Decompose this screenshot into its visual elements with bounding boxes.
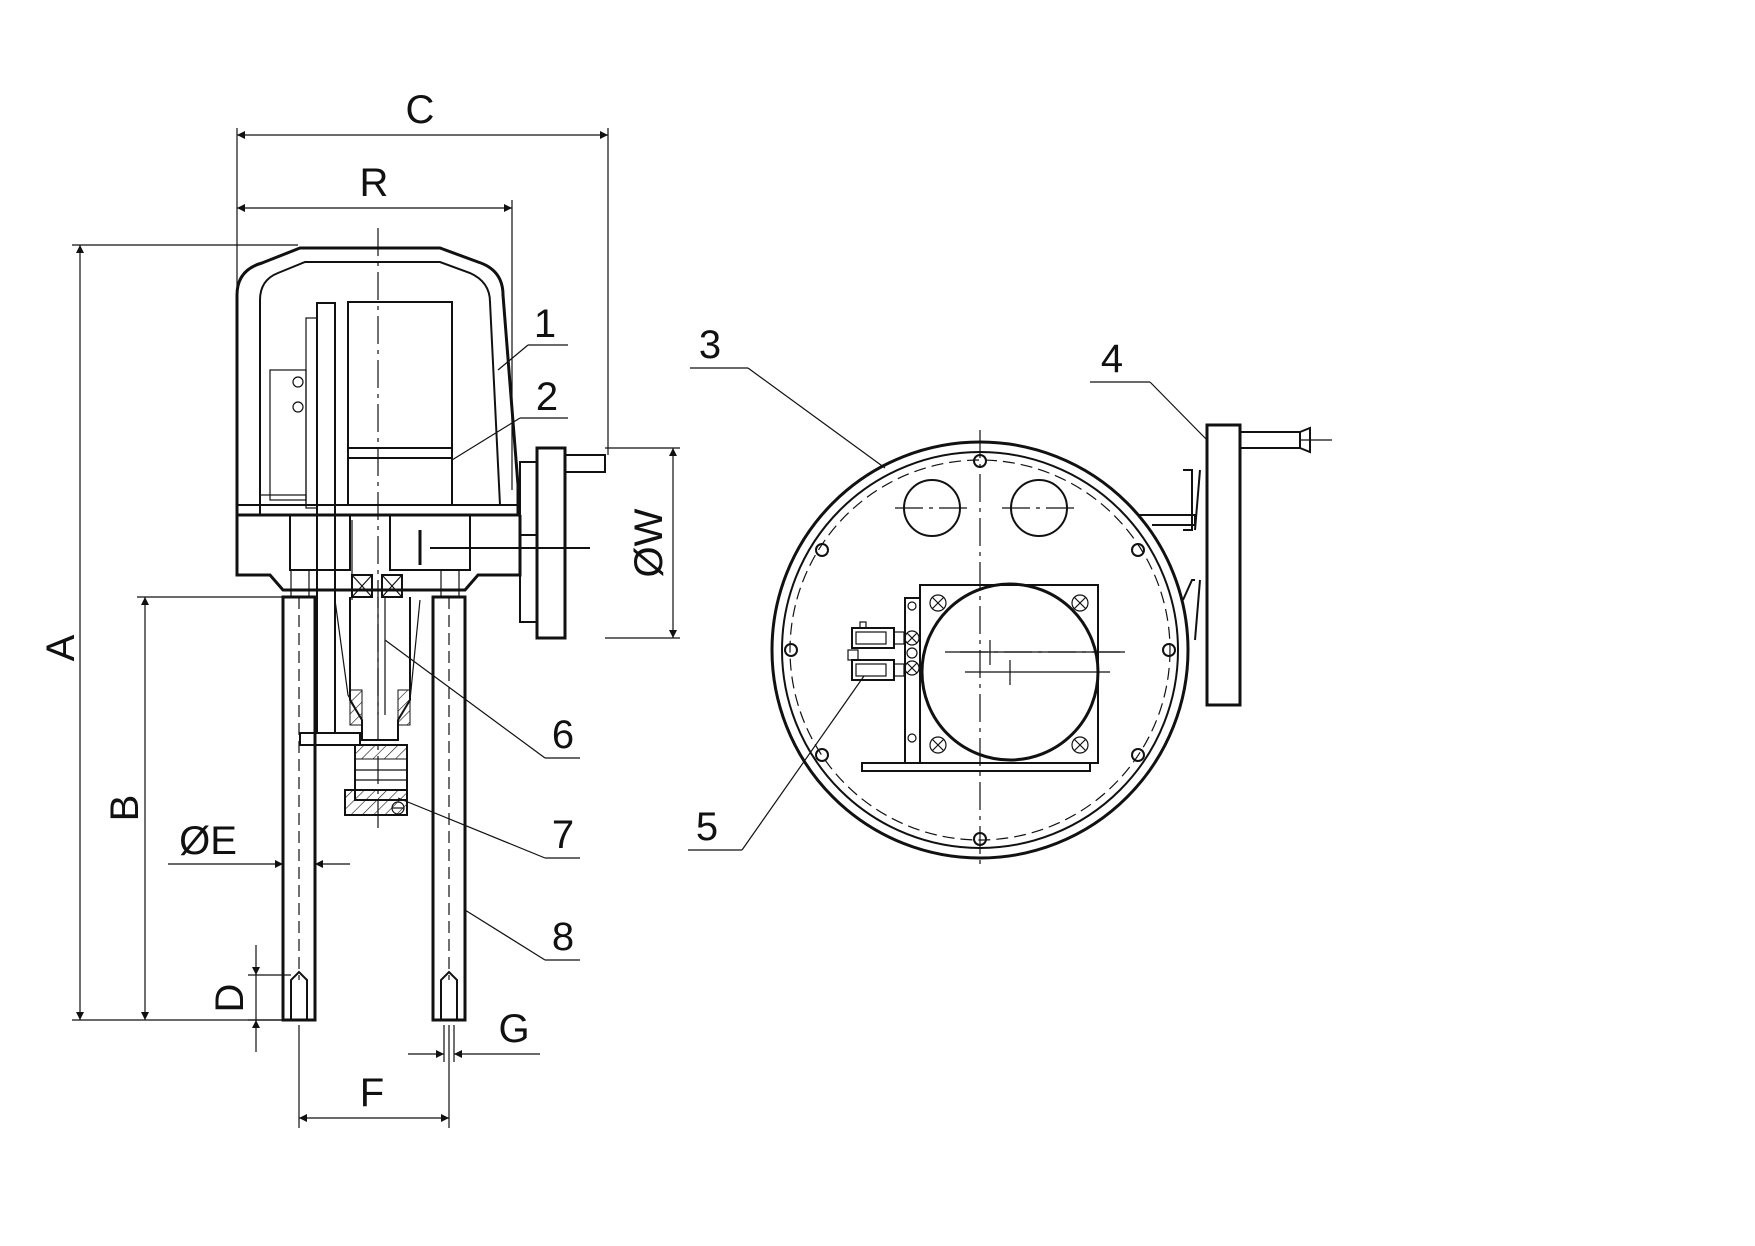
- callout-6: 6: [552, 713, 574, 757]
- callout-2: 2: [536, 375, 558, 419]
- bolt-holes: [784, 454, 1176, 846]
- top-view: [770, 423, 1332, 870]
- base-housing: [235, 515, 522, 592]
- callout-7: 7: [552, 813, 574, 857]
- callout-3: 3: [699, 323, 721, 367]
- callout-4: 4: [1101, 337, 1123, 381]
- front-callouts: 1 2 6 7 8: [384, 302, 580, 961]
- dim-label-c: C: [406, 88, 435, 132]
- cover-inner-outline: [259, 261, 501, 515]
- cover-outline: [235, 246, 520, 515]
- motor-block: [347, 301, 453, 506]
- callout-5: 5: [696, 805, 718, 849]
- terminal-strip: [904, 597, 921, 764]
- limit-switches: [847, 621, 920, 681]
- front-dimensions: C R A B ØE D F G: [39, 88, 680, 1128]
- dim-label-b: B: [103, 795, 147, 822]
- callout-1: 1: [534, 302, 556, 346]
- handwheel: [1138, 423, 1332, 707]
- circuit-board: [316, 302, 336, 734]
- dim-label-a: A: [39, 634, 83, 661]
- dim-label-w: ØW: [627, 508, 671, 577]
- dim-label-r: R: [360, 161, 389, 205]
- dim-label-e: ØE: [179, 819, 237, 863]
- front-view: [235, 228, 606, 1022]
- callout-8: 8: [552, 915, 574, 959]
- motor-screws: [929, 594, 1089, 754]
- side-flange: [535, 446, 567, 640]
- top-callouts: 3 4 5: [688, 323, 1208, 851]
- dim-label-d: D: [208, 984, 252, 1013]
- dim-label-g: G: [498, 1007, 529, 1051]
- dim-label-f: F: [360, 1071, 384, 1115]
